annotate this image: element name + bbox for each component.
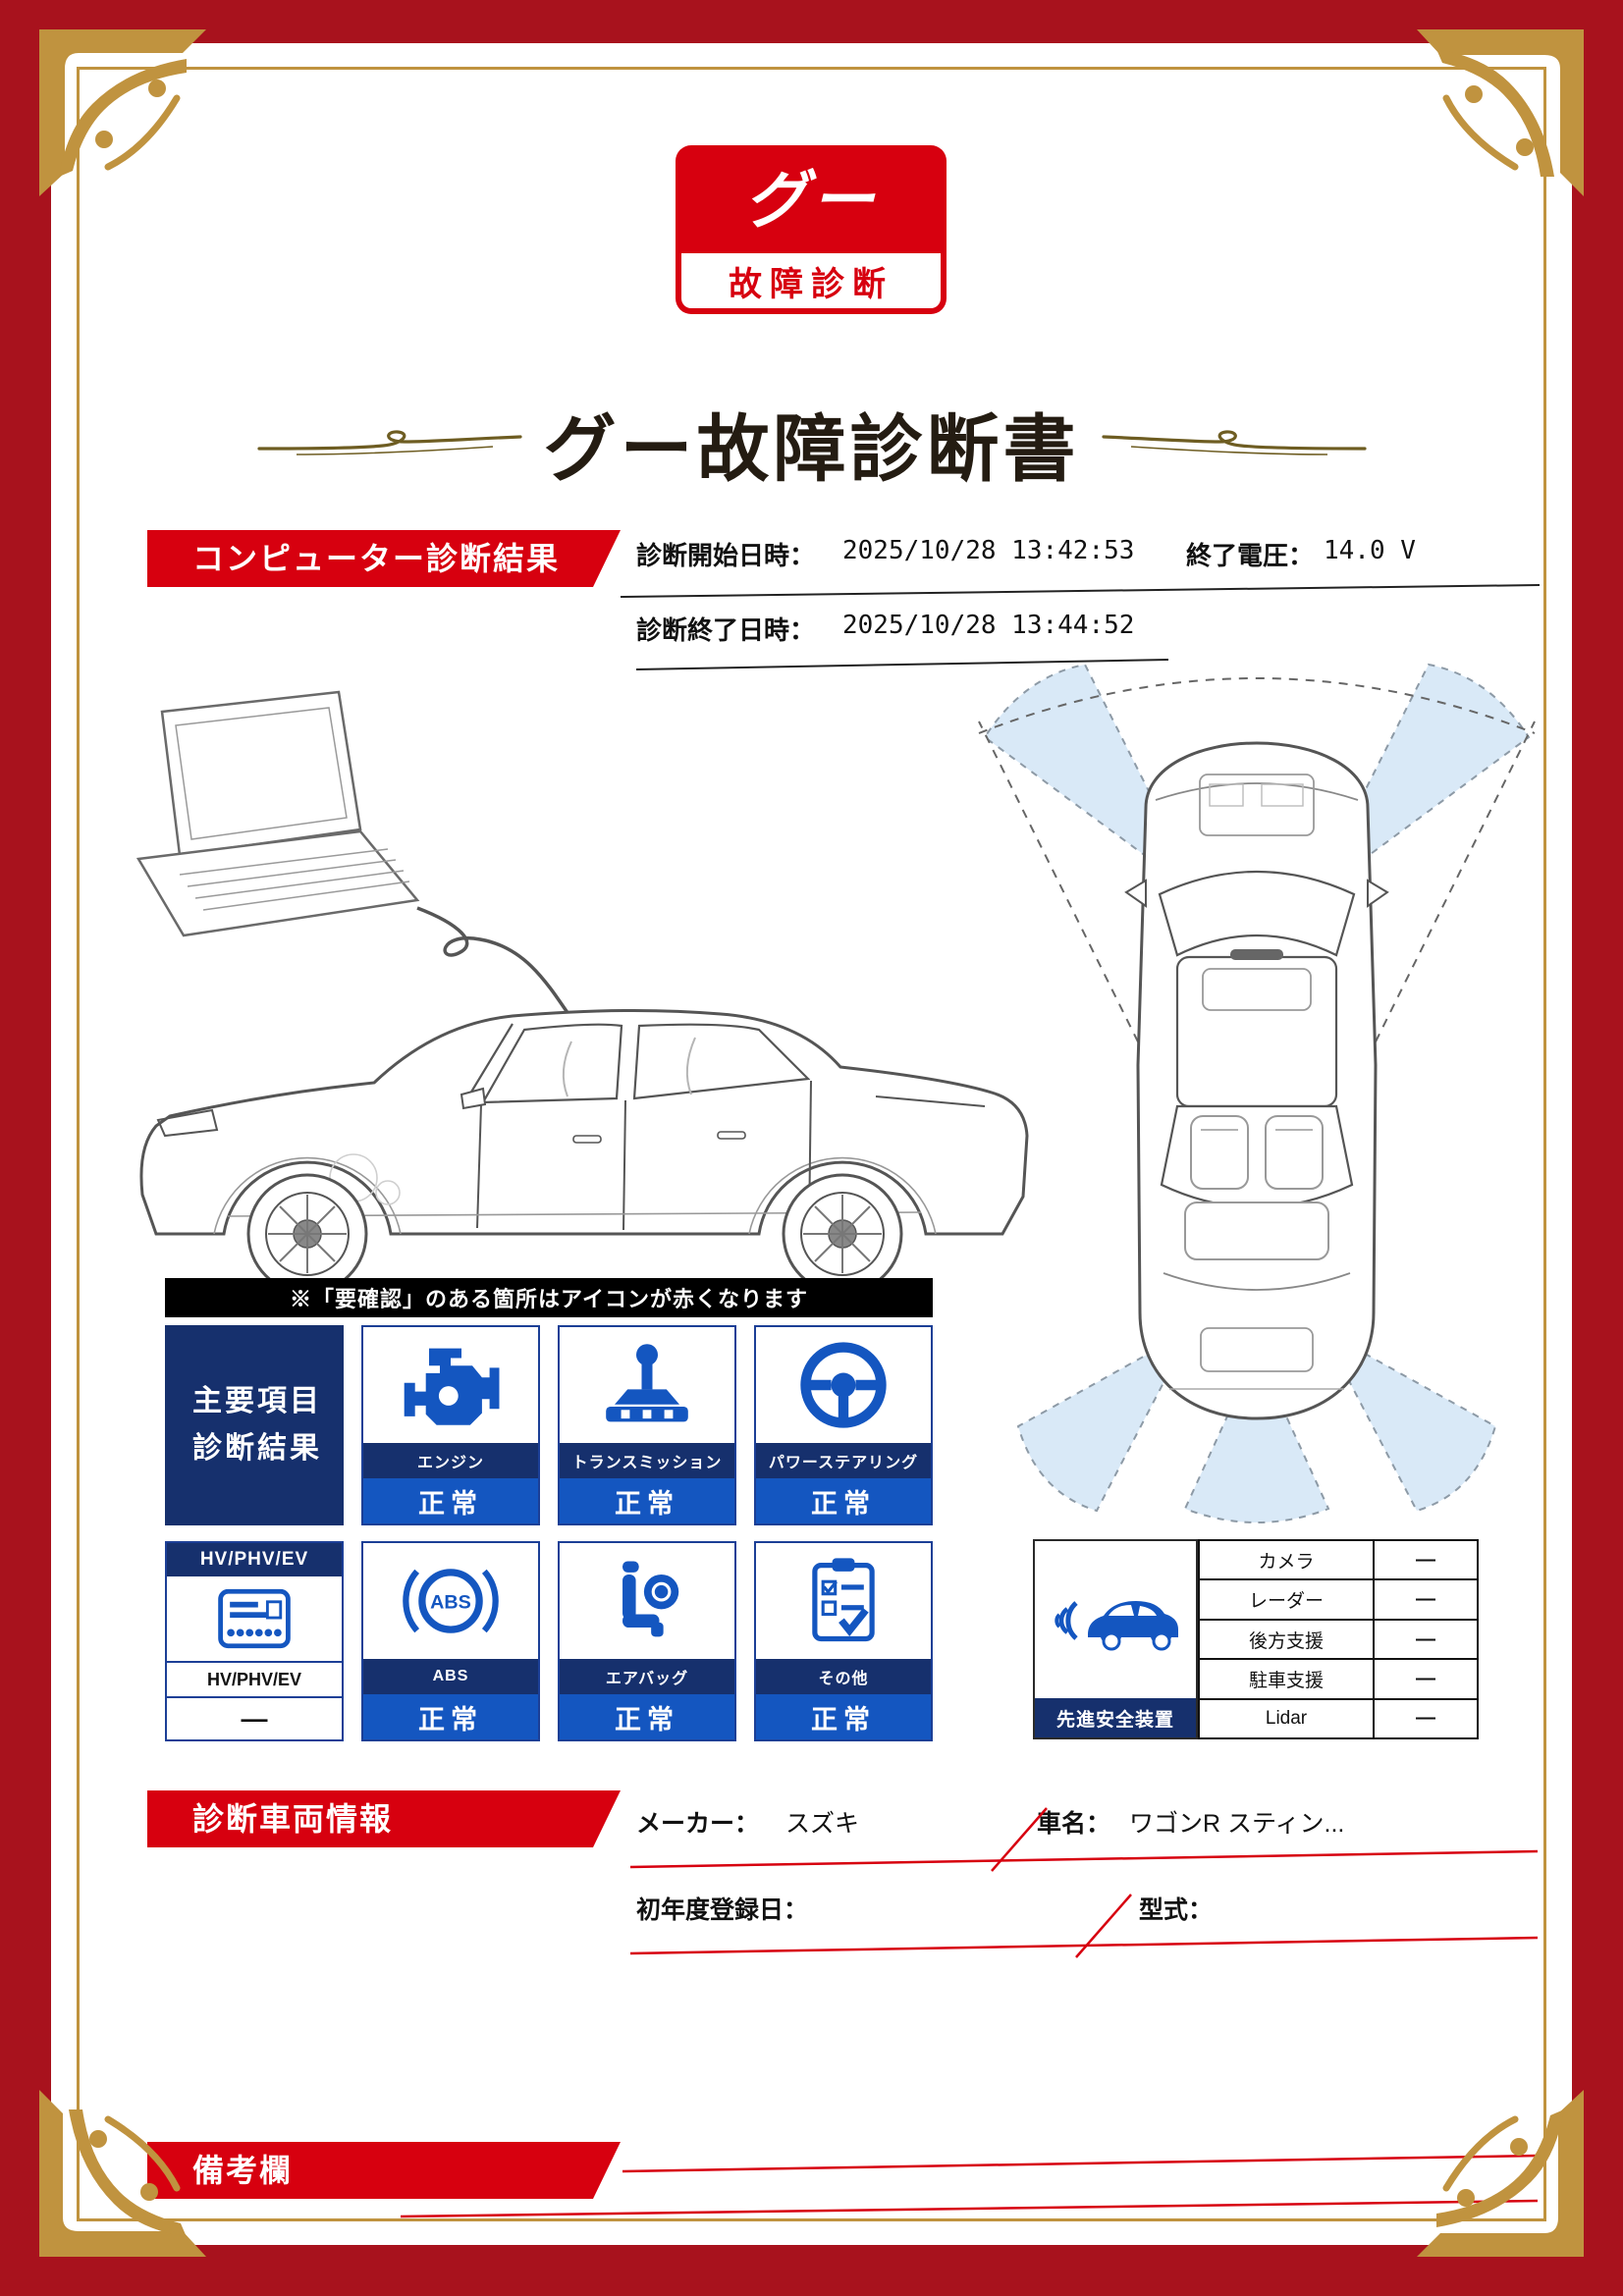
maker-label: メーカー： [636, 1810, 760, 1838]
power-steering-label: パワーステアリング [756, 1443, 931, 1478]
abs-status: 正常 [363, 1694, 538, 1739]
computer-diagnosis-banner: コンピューター診断結果 [147, 530, 621, 587]
summary-card: 主要項目 診断結果 [165, 1325, 344, 1525]
engine-label: エンジン [363, 1443, 538, 1478]
car-name-value: ワゴンR スティン... [1129, 1810, 1345, 1838]
first-registration-label: 初年度登録日： [636, 1896, 809, 1924]
adas-row-name: 後方支援 [1200, 1620, 1375, 1659]
steering-wheel-icon [756, 1327, 931, 1443]
power-steering-status: 正常 [756, 1478, 931, 1523]
abs-icon: ABS [363, 1543, 538, 1659]
adas-row-radar: レーダー — [1200, 1580, 1477, 1621]
flourish-right-icon [1101, 429, 1367, 455]
goo-logo: グー 故障診断 [676, 145, 947, 314]
adas-label: 先進安全装置 [1035, 1698, 1196, 1737]
airbag-status: 正常 [560, 1694, 734, 1739]
diagnosis-start-label: 診断開始日時： [636, 541, 816, 570]
power-steering-card: パワーステアリング 正常 [754, 1325, 933, 1525]
diagnosis-start-value: 2025/10/28 13:42:53 [842, 536, 1135, 565]
corner-ornament-icon [1417, 29, 1584, 196]
title-row: グー故障診断書 [0, 391, 1623, 496]
hv-card-status: — [167, 1696, 342, 1739]
adas-row-name: Lidar [1200, 1699, 1375, 1738]
adas-table: カメラ — レーダー — 後方支援 — 駐車支援 — Lidar — [1198, 1539, 1479, 1739]
corner-ornament-icon [39, 2090, 206, 2257]
adas-row-camera: カメラ — [1200, 1541, 1477, 1581]
transmission-status: 正常 [560, 1478, 734, 1523]
airbag-icon [560, 1543, 734, 1659]
car-name-label: 車名： [1037, 1810, 1111, 1838]
goo-logo-brand: グー [744, 165, 878, 236]
vehicle-info-banner: 診断車両情報 [147, 1790, 621, 1847]
summary-line1: 主要項目 [192, 1385, 322, 1417]
other-card: その他 正常 [754, 1541, 933, 1741]
goo-logo-subtitle: 故障診断 [681, 253, 941, 308]
notice-bar: ※「要確認」のある箇所はアイコンが赤くなります [165, 1278, 933, 1317]
transmission-card: トランスミッション 正常 [558, 1325, 736, 1525]
airbag-card: エアバッグ 正常 [558, 1541, 736, 1741]
airbag-label: エアバッグ [560, 1659, 734, 1694]
transmission-icon [560, 1327, 734, 1443]
adas-row-name: カメラ [1200, 1541, 1375, 1579]
adas-row-value: — [1416, 1588, 1435, 1611]
other-label: その他 [756, 1659, 931, 1694]
diagnosis-cards-grid: 主要項目 診断結果 エンジン 正常 [165, 1325, 933, 1741]
adas-row-value: — [1416, 1548, 1435, 1571]
corner-ornament-icon [1417, 2090, 1584, 2257]
transmission-label: トランスミッション [560, 1443, 734, 1478]
diagnosis-end-value: 2025/10/28 13:44:52 [842, 611, 1135, 640]
adas-card: 先進安全装置 [1033, 1539, 1198, 1739]
end-voltage-value: 14.0 V [1324, 536, 1416, 565]
hv-card-header: HV/PHV/EV [167, 1543, 342, 1576]
engine-icon [363, 1327, 538, 1443]
page-title: グー故障診断書 [543, 408, 1080, 490]
model-code-label: 型式： [1139, 1896, 1214, 1924]
remarks-banner: 備考欄 [147, 2142, 621, 2199]
engine-card: エンジン 正常 [361, 1325, 540, 1525]
adas-row-name: レーダー [1200, 1580, 1375, 1619]
adas-row-rear-support: 後方支援 — [1200, 1620, 1477, 1661]
adas-row-lidar: Lidar — [1200, 1699, 1477, 1738]
hv-card-label: HV/PHV/EV [167, 1661, 342, 1696]
svg-text:ABS: ABS [430, 1591, 471, 1613]
hv-device-icon [167, 1576, 342, 1661]
adas-row-value: — [1416, 1667, 1435, 1689]
abs-card: ABS ABS 正常 [361, 1541, 540, 1741]
adas-car-icon [1035, 1541, 1196, 1698]
adas-row-name: 駐車支援 [1200, 1660, 1375, 1698]
report-panel [51, 43, 1572, 2245]
corner-ornament-icon [39, 29, 206, 196]
summary-line2: 診断結果 [192, 1432, 322, 1465]
engine-status: 正常 [363, 1478, 538, 1523]
flourish-left-icon [256, 429, 522, 455]
other-checklist-icon [756, 1543, 931, 1659]
adas-row-value: — [1416, 1707, 1435, 1730]
abs-label: ABS [363, 1659, 538, 1694]
other-status: 正常 [756, 1694, 931, 1739]
maker-value: スズキ [785, 1810, 860, 1838]
adas-row-parking-assist: 駐車支援 — [1200, 1660, 1477, 1700]
adas-row-value: — [1416, 1628, 1435, 1650]
end-voltage-label: 終了電圧： [1186, 541, 1315, 570]
diagnosis-end-label: 診断終了日時： [636, 615, 816, 645]
hv-phv-ev-card: HV/PHV/EV HV/PHV/EV — [165, 1541, 344, 1741]
